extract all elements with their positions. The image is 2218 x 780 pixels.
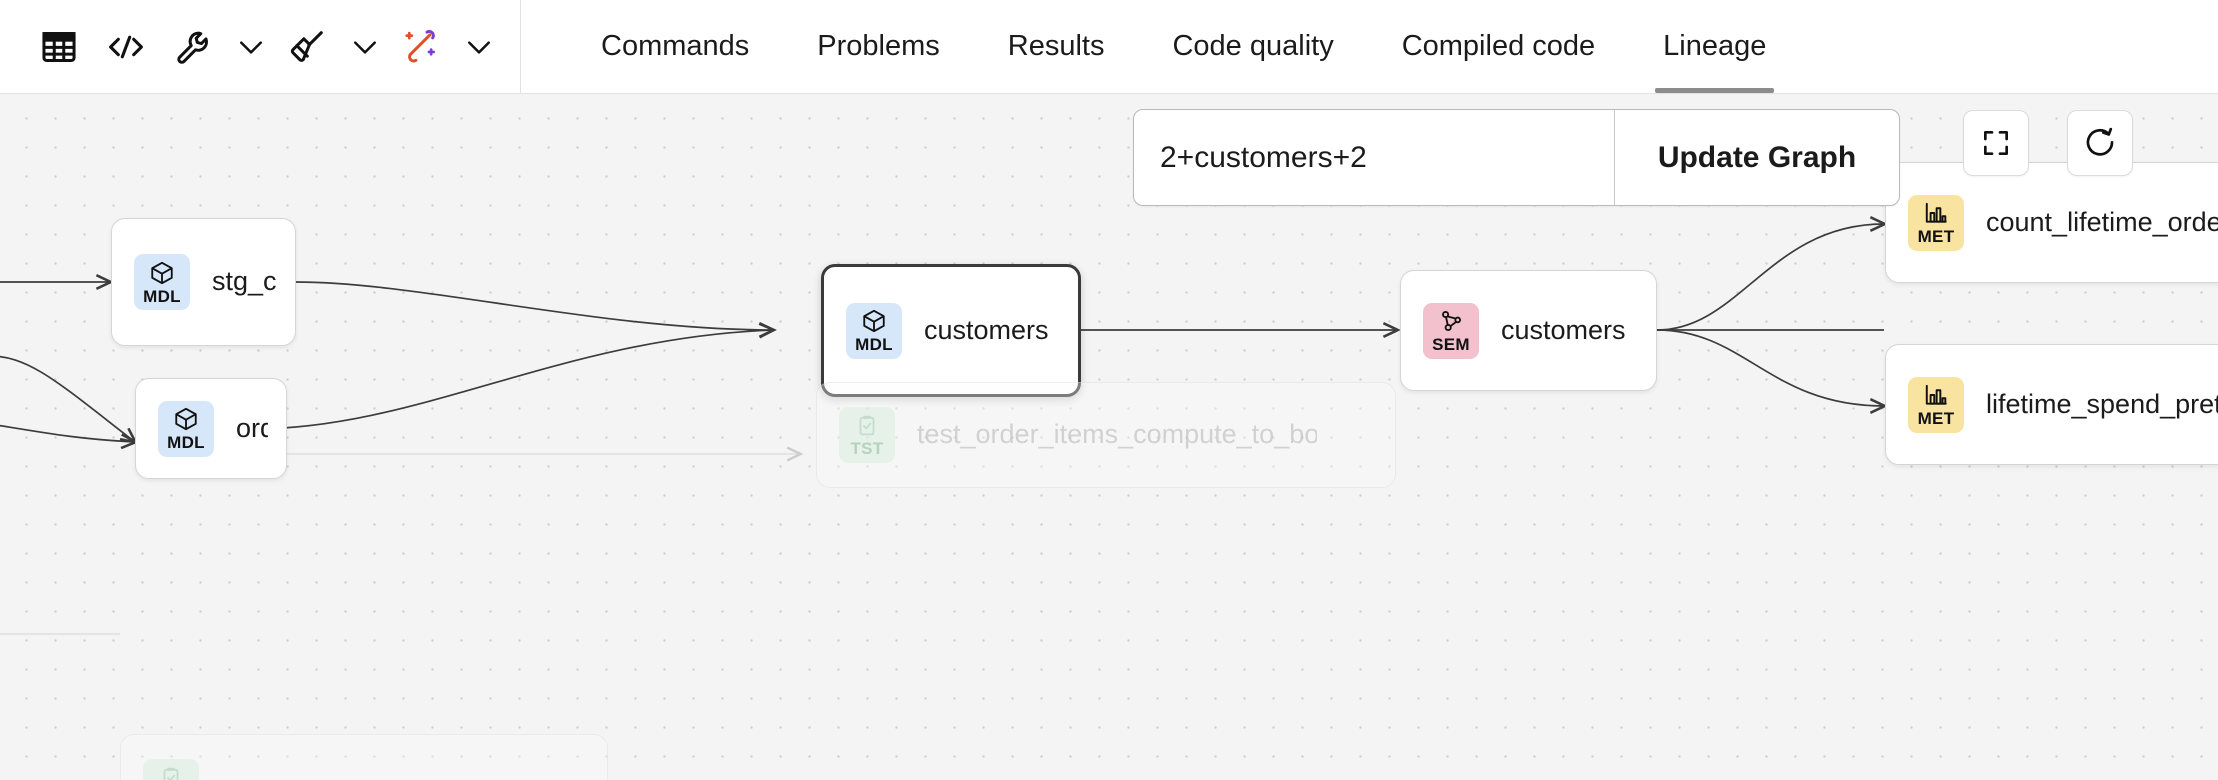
lineage-node-partial-test[interactable]: TST [120,734,608,780]
node-type-badge-sem: SEM [1423,302,1479,359]
refresh-button[interactable] [2067,110,2133,176]
format-group [274,19,388,75]
badge-text: MET [1917,227,1955,246]
node-label: lifetime_spend_pretax [1986,388,2218,419]
tab-compiled-code[interactable]: Compiled code [1401,30,1596,62]
badge-text: MDL [855,335,893,354]
tab-code-quality[interactable]: Code quality [1172,30,1334,62]
lineage-node-count-lifetime-orders[interactable]: MET count_lifetime_orders [1885,162,2218,283]
broom-icon[interactable] [274,19,340,75]
tab-problems[interactable]: Problems [817,30,940,62]
code-view-icon[interactable] [92,19,160,75]
tab-lineage[interactable]: Lineage [1629,0,1800,93]
node-type-badge-met: MET [1908,376,1964,433]
node-label: test_order_items_compute_to_bools_correc… [917,419,1317,450]
node-label: stg_customers [212,266,277,297]
ai-assist-chevron-down-icon[interactable] [456,38,502,56]
lineage-node-lifetime-spend-pretax[interactable]: MET lifetime_spend_pretax [1885,344,2218,465]
wrench-chevron-down-icon[interactable] [228,38,274,56]
tab-commands[interactable]: Commands [601,30,750,62]
table-view-icon[interactable] [26,19,92,75]
lineage-edges [0,94,2218,635]
node-type-badge-mdl: MDL [846,302,902,359]
lineage-node-orders[interactable]: MDL orders [135,378,287,479]
lineage-node-test-order-items[interactable]: TST test_order_items_compute_to_bools_co… [816,382,1396,488]
node-type-badge-tst: TST [143,759,199,780]
format-chevron-down-icon[interactable] [342,38,388,56]
tab-bar: Commands Problems Results Code quality C… [521,0,1800,93]
badge-text: MET [1917,409,1955,428]
lineage-search-input[interactable] [1134,110,1614,205]
badge-text: MDL [143,286,181,306]
refresh-icon [2083,126,2117,160]
tools-group [160,19,274,75]
icon-toolbar [0,0,521,94]
node-label: customers [924,314,1049,345]
node-type-badge-mdl: MDL [134,254,190,310]
lineage-search-bar: Update Graph [1133,109,1900,206]
node-type-badge-met: MET [1908,194,1964,251]
ai-assist-group [388,19,502,75]
badge-text: TST [850,438,884,458]
update-graph-button[interactable]: Update Graph [1614,110,1899,205]
fit-view-icon [1980,127,2012,159]
fit-view-button[interactable] [1963,110,2029,176]
node-label: orders [236,412,268,443]
badge-text: SEM [1432,335,1470,354]
badge-text: MDL [167,433,205,452]
node-label: customers [1501,314,1626,345]
tab-results[interactable]: Results [1007,30,1105,62]
node-type-badge-tst: TST [839,407,895,463]
node-type-badge-mdl: MDL [158,400,214,457]
lineage-node-customers-model[interactable]: MDL customers [821,264,1081,397]
wrench-icon[interactable] [160,19,226,75]
lineage-node-stg-customers[interactable]: MDL stg_customers [111,218,296,346]
lineage-node-customers-semantic[interactable]: SEM customers [1400,270,1657,391]
node-label: count_lifetime_orders [1986,206,2218,237]
top-header: Commands Problems Results Code quality C… [0,0,2218,94]
lineage-canvas[interactable]: Update Graph MDL [0,94,2218,780]
magic-wand-icon[interactable] [388,19,454,75]
